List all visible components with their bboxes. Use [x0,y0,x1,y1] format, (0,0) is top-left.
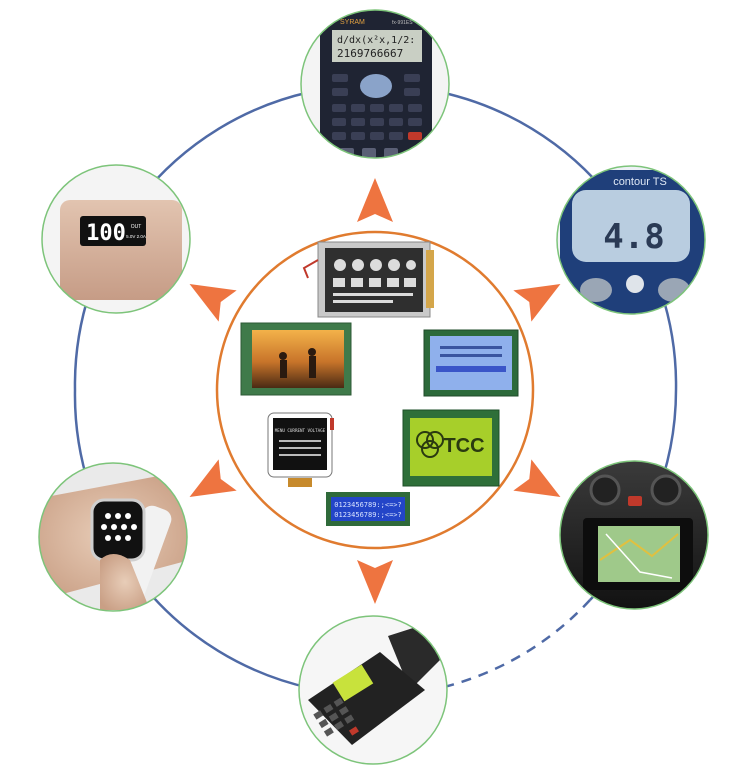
bank-out-label: OUT [131,224,142,230]
calc-brand: SYRAM [340,19,365,26]
calc-display-line-1: d/dx(x²x,1/2: [337,35,415,46]
meter-brand: contour TS [613,176,667,188]
meter-reading: 4.8 [603,217,664,257]
blue-graphic-lcd-module [423,329,519,397]
node-calculator: SYRAM fx-991ES d/dx(x²x,1/2: 2169766667 [300,9,450,159]
blue-character-lcd-module: 0123456789:;<=>? 0123456789:;<=>? [326,492,410,526]
node-smartwatch [38,462,188,612]
node-car-navigation [559,460,709,610]
tcc-logo-text: TCC [443,435,484,457]
arrow-lower-left [189,459,237,497]
oled-module: MENU CURRENT VOLTAGE [267,412,334,487]
arrows [189,178,561,604]
node-glucose-meter: contour TS 4.8 [556,165,706,315]
arrow-up [357,178,393,222]
node-power-bank: 100 OUT 5.0V 2.0A [41,164,191,314]
bank-spec-label: 5.0V 2.0A [126,234,146,239]
color-tft-module [240,322,352,396]
bank-reading: 100 [86,221,126,246]
node-pos-terminal [298,615,448,765]
char-lcd-line-2: 0123456789:;<=>? [334,511,401,519]
arrow-upper-right [513,284,561,322]
arrow-upper-left [189,284,237,322]
calc-display-line-2: 2169766667 [337,47,403,60]
tcc-character-lcd-module: TCC [402,409,500,487]
arrow-down [357,560,393,604]
oled-header: MENU CURRENT VOLTAGE [275,428,326,433]
graphic-lcd-module [302,241,434,318]
arrow-lower-right [513,459,561,497]
char-lcd-line-1: 0123456789:;<=>? [334,501,401,509]
calc-model: fx-991ES [392,20,413,26]
